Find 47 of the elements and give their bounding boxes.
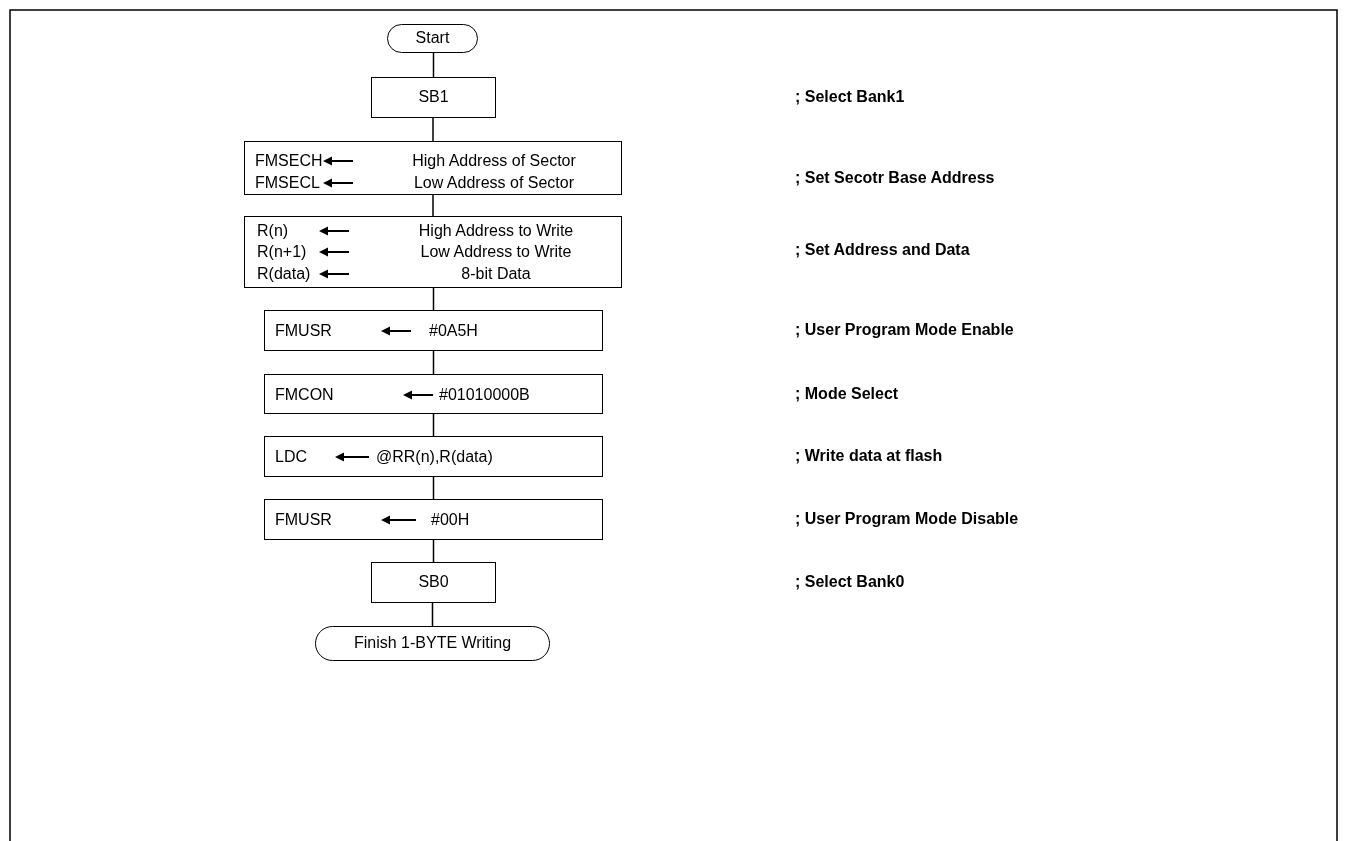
register-name: R(n) [257, 221, 289, 241]
value-text: #0A5H [429, 321, 478, 341]
register-name: FMUSR [275, 321, 332, 341]
process-box [264, 499, 603, 540]
comment-text: ; Select Bank0 [795, 572, 905, 592]
register-name: R(n+1) [257, 242, 307, 262]
process-box [244, 141, 622, 195]
connector-line [431, 602, 434, 627]
process-box [371, 77, 496, 118]
value-text: High Address of Sector [412, 151, 576, 171]
value-text: #01010000B [439, 385, 530, 405]
comment-text: ; Set Secotr Base Address [795, 168, 995, 188]
value-text: Low Address to Write [420, 242, 572, 262]
comment-text: ; User Program Mode Enable [795, 320, 1014, 340]
connector-line [432, 117, 434, 142]
connector-line [432, 52, 435, 78]
register-name: LDC [275, 447, 307, 467]
connector-line [432, 539, 435, 563]
value-text: #00H [431, 510, 470, 530]
register-name: FMSECL [255, 173, 320, 193]
connector-line [432, 350, 435, 375]
register-name: FMUSR [275, 510, 332, 530]
value-text: High Address to Write [418, 221, 574, 241]
node-text: SB0 [418, 572, 449, 592]
process-box [244, 216, 622, 288]
process-box [264, 436, 603, 477]
value-text: @RR(n),R(data) [376, 447, 493, 467]
comment-text: ; Write data at flash [795, 446, 943, 466]
node-text: Start [415, 28, 450, 48]
register-name: FMSECH [255, 151, 323, 171]
value-text: Low Address of Sector [413, 173, 575, 193]
process-box [371, 562, 496, 603]
process-box [264, 374, 603, 414]
register-name: FMCON [275, 385, 334, 405]
connector-line [432, 413, 435, 437]
connector-line [432, 287, 435, 311]
connector-line [432, 476, 435, 500]
comment-text: ; Mode Select [795, 384, 899, 404]
comment-text: ; Select Bank1 [795, 87, 905, 107]
connector-line [432, 194, 434, 217]
node-text: Finish 1-BYTE Writing [353, 633, 512, 653]
register-name: R(data) [257, 264, 311, 284]
comment-text: ; User Program Mode Disable [795, 509, 1019, 529]
node-text: SB1 [418, 87, 449, 107]
comment-text: ; Set Address and Data [795, 240, 970, 260]
process-box [264, 310, 603, 351]
value-text: 8-bit Data [461, 264, 531, 284]
